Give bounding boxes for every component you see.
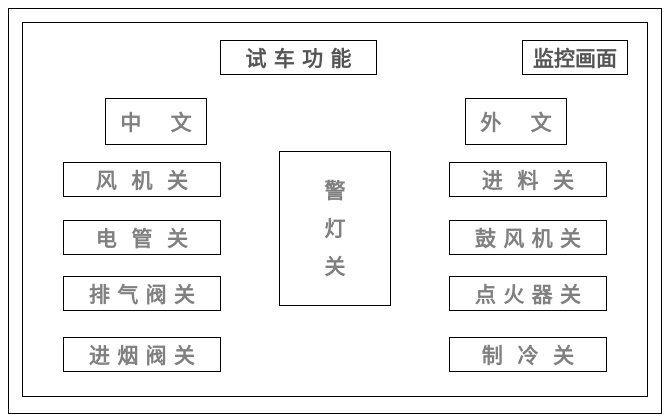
fan-off-button[interactable]: 风 机 关 [63, 162, 221, 197]
alarm-light-char-1: 警 [324, 178, 346, 203]
feed-off-button[interactable]: 进 料 关 [449, 162, 607, 197]
alarm-light-off-button[interactable]: 警 灯 关 [279, 151, 391, 306]
exhaust-valve-off-button[interactable]: 排 气 阀 关 [63, 276, 221, 311]
chinese-language-button[interactable]: 中 文 [105, 98, 207, 145]
electric-tube-off-button[interactable]: 电 管 关 [63, 220, 221, 255]
foreign-language-button[interactable]: 外 文 [465, 98, 567, 145]
alarm-light-char-2: 灯 [324, 216, 346, 241]
cooling-off-button[interactable]: 制 冷 关 [449, 337, 607, 372]
alarm-light-char-3: 关 [324, 254, 346, 279]
title-button[interactable]: 试 车 功 能 [220, 40, 377, 75]
smoke-inlet-valve-off-button[interactable]: 进 烟 阀 关 [63, 337, 221, 372]
blower-off-button[interactable]: 鼓 风 机 关 [449, 220, 607, 255]
igniter-off-button[interactable]: 点 火 器 关 [449, 276, 607, 311]
monitor-screen-button[interactable]: 监控画面 [522, 40, 628, 75]
